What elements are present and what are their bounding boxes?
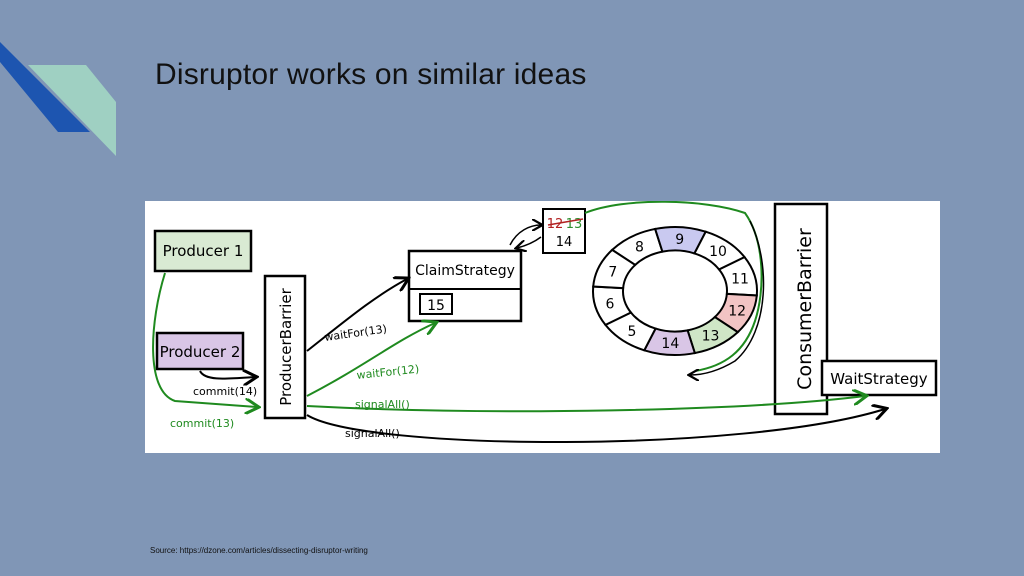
claim-counter-arrow — [509, 225, 541, 246]
commit-14-label: commit(14) — [193, 385, 257, 398]
producer-barrier-box: ProducerBarrier — [263, 274, 307, 420]
source-citation: Source: https://dzone.com/articles/disse… — [150, 546, 368, 555]
disruptor-diagram: Producer 1 Producer 2 ProducerBarrier co… — [145, 201, 940, 453]
ring-slot-label-5: 5 — [627, 324, 636, 340]
ring-slot-label-9: 9 — [675, 232, 684, 248]
ring-slot-label-14: 14 — [661, 336, 679, 352]
ring-slot-label-8: 8 — [635, 240, 644, 256]
waitfor-12-label: waitFor(12) — [356, 362, 420, 382]
ring-slot-label-6: 6 — [606, 297, 615, 313]
producer-1-label: Producer 1 — [163, 242, 244, 260]
waitfor-13-arrow — [306, 279, 407, 352]
signalall-black-label: signalAll() — [345, 427, 400, 440]
ring-slot-label-11: 11 — [731, 271, 749, 287]
commit-13-label: commit(13) — [170, 417, 234, 430]
claim-counter-current: 14 — [556, 235, 573, 250]
claim-counter-return-arrow — [517, 236, 542, 248]
ring-slot-label-13: 13 — [702, 328, 720, 344]
ring-slot-label-7: 7 — [608, 264, 617, 280]
corner-decoration — [0, 42, 116, 156]
claim-strategy-label: ClaimStrategy — [415, 263, 515, 279]
producer-1-commit-arrow — [152, 272, 257, 407]
consumer-barrier-box: ConsumerBarrier — [773, 202, 829, 416]
producer-2-box: Producer 2 — [155, 331, 245, 371]
claim-counter-box: 12 13 14 — [542, 208, 586, 254]
ring-slot-label-10: 10 — [709, 244, 727, 260]
waitfor-13-label: waitFor(13) — [324, 322, 388, 344]
waitfor-12-arrow — [306, 323, 435, 397]
signalall-green-label: signalAll() — [355, 398, 410, 411]
wait-strategy-label: WaitStrategy — [830, 370, 928, 388]
wait-strategy-box: WaitStrategy — [820, 359, 938, 397]
signalall-green-arrow — [306, 396, 865, 413]
consumer-loop-black — [690, 220, 765, 375]
diagram-svg: Producer 1 Producer 2 ProducerBarrier co… — [152, 201, 938, 444]
producer-2-commit-arrow — [199, 371, 255, 379]
consumer-barrier-label: ConsumerBarrier — [794, 228, 816, 390]
producer-1-box: Producer 1 — [153, 229, 253, 273]
signalall-black-arrow — [306, 409, 885, 444]
ring-slot-label-12: 12 — [728, 304, 746, 320]
ring-slot-7 — [592, 248, 637, 290]
producer-2-label: Producer 2 — [160, 343, 241, 361]
producer-barrier-label: ProducerBarrier — [277, 287, 295, 405]
claim-strategy-box: ClaimStrategy 15 — [407, 249, 523, 323]
slide-title: Disruptor works on similar ideas — [155, 58, 587, 91]
claim-value: 15 — [427, 298, 445, 314]
